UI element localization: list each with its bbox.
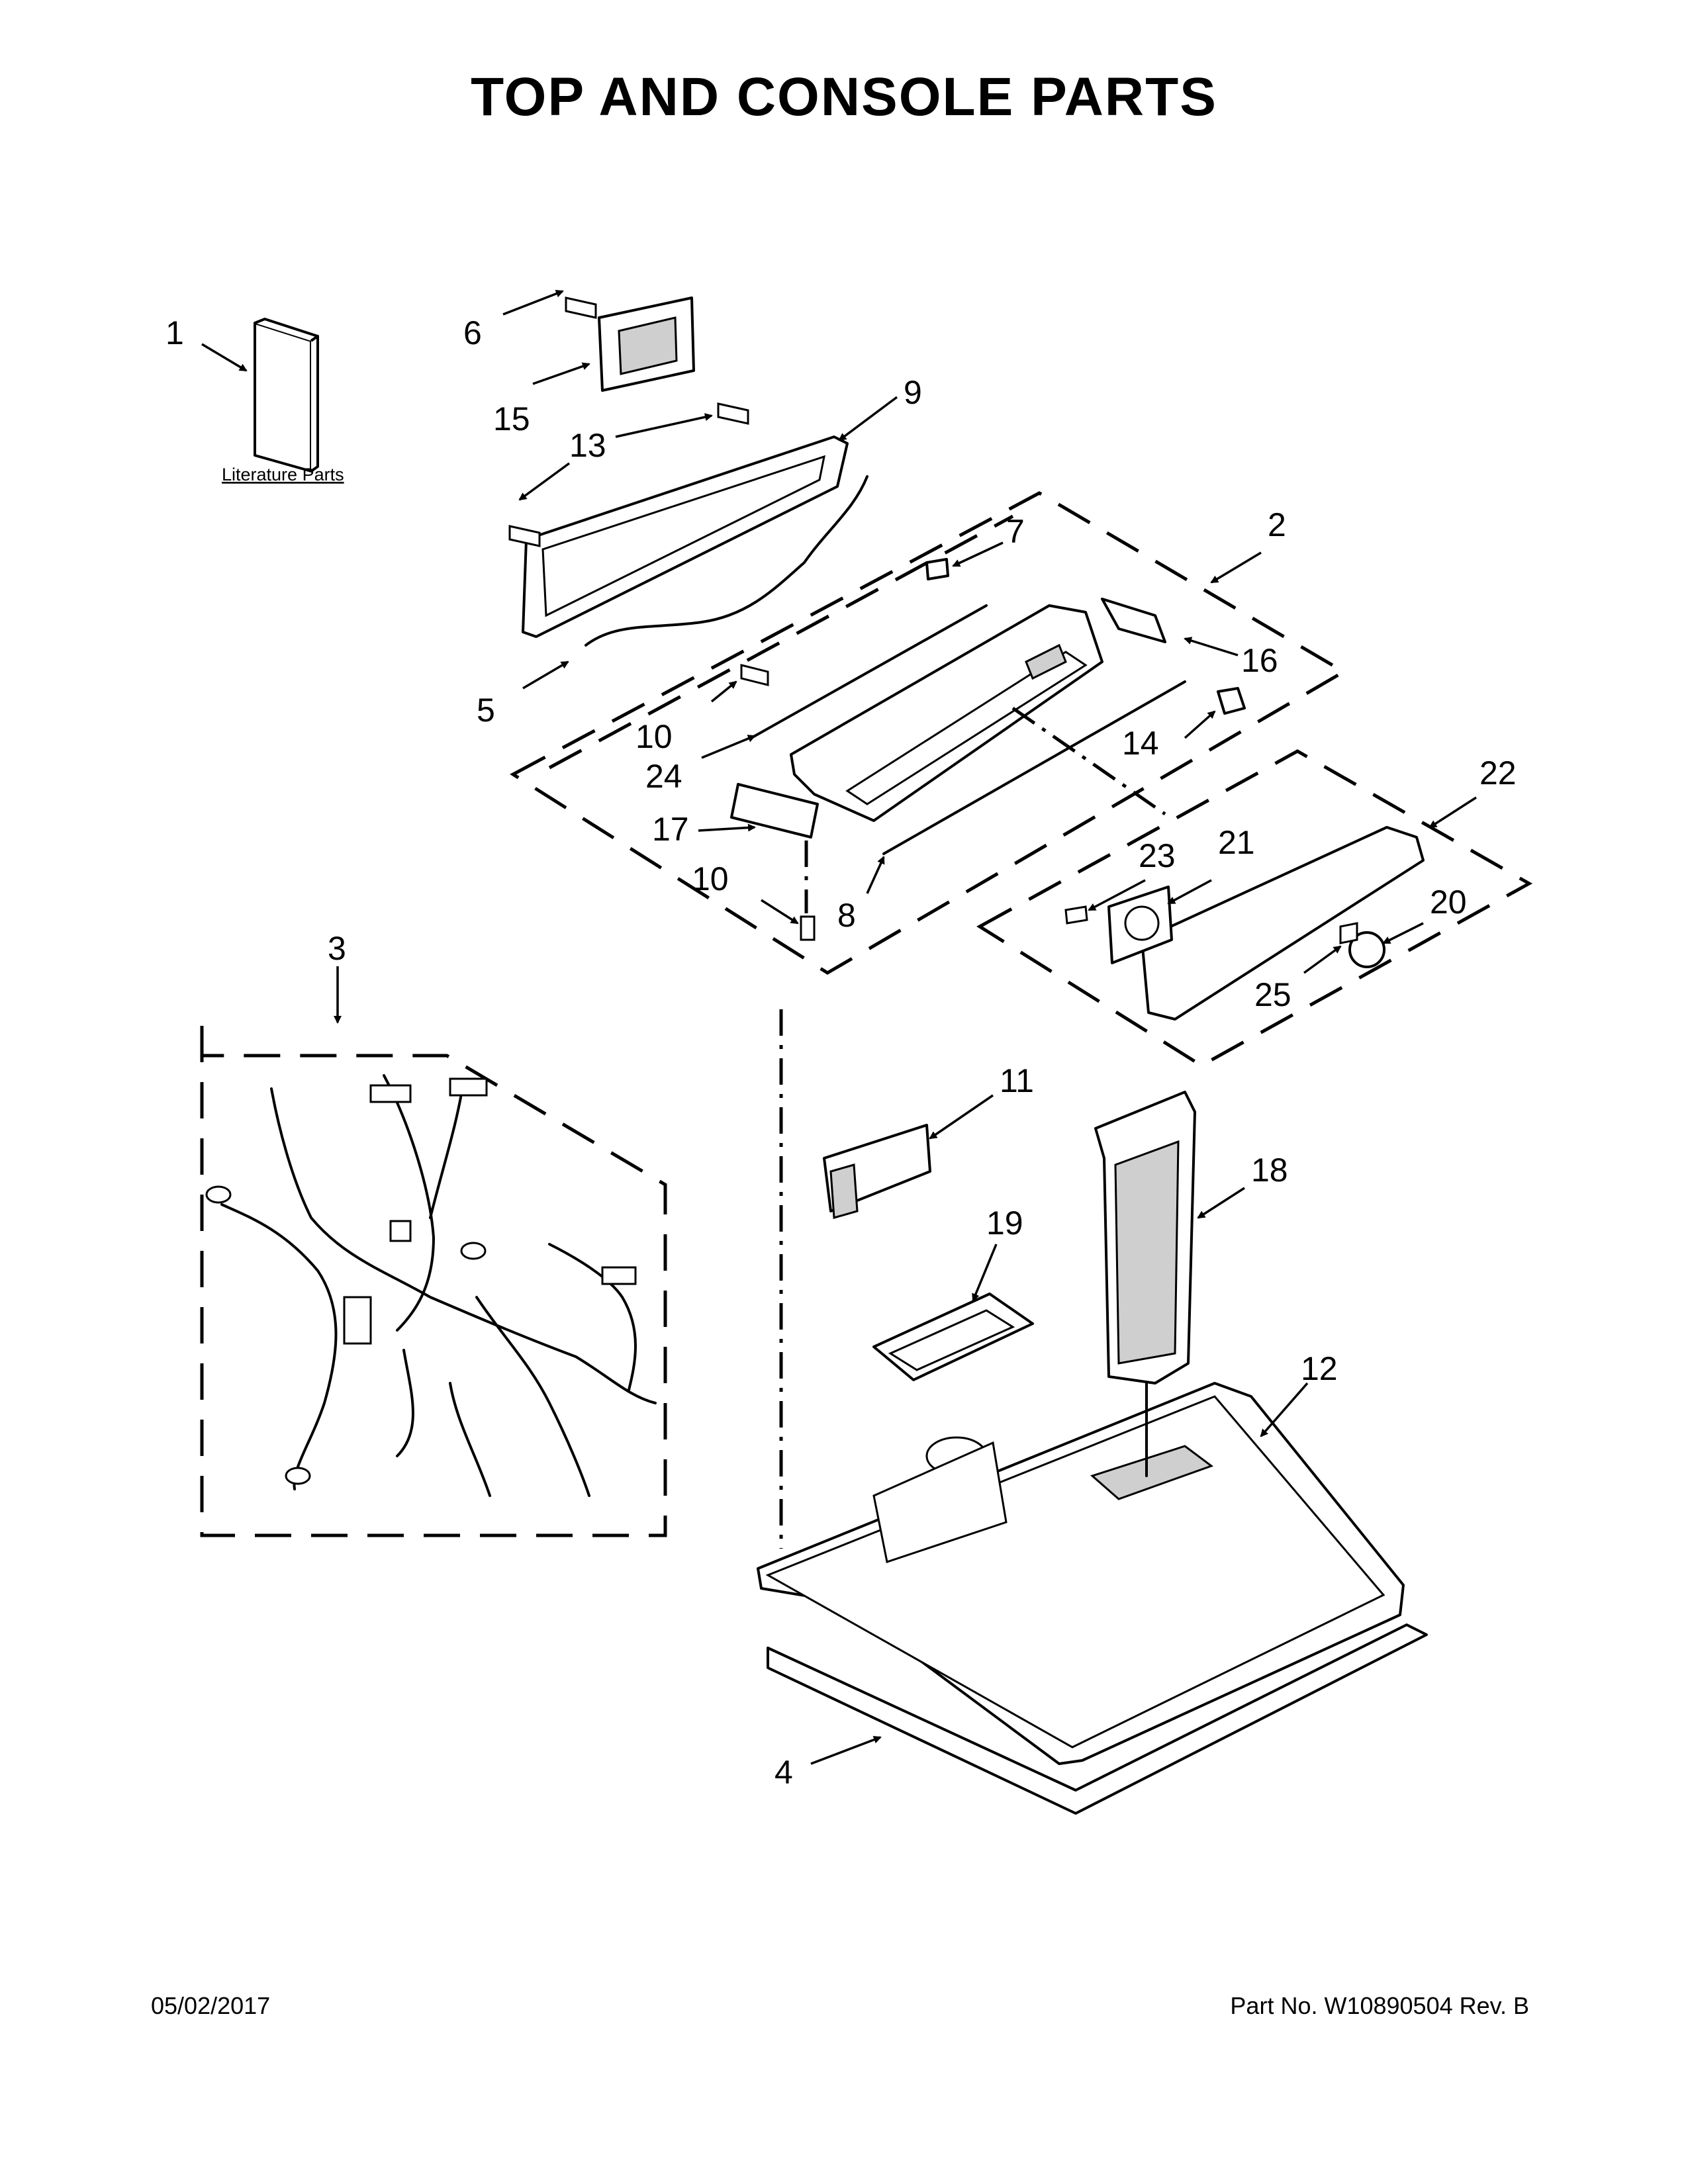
callout-11: 11 bbox=[1000, 1062, 1034, 1099]
top-insulation-pad bbox=[767, 1623, 1428, 1815]
callout-19: 19 bbox=[986, 1205, 1023, 1242]
footer-part-number: Part No. W10890504 Rev. B bbox=[1230, 1992, 1529, 2019]
callout-12: 12 bbox=[1301, 1350, 1338, 1387]
screw-23 bbox=[1064, 905, 1088, 925]
rod-8 bbox=[882, 680, 1186, 855]
callout-22: 22 bbox=[1479, 754, 1517, 792]
callout-15: 15 bbox=[493, 400, 530, 437]
callout-21: 21 bbox=[1218, 824, 1255, 861]
console-housing bbox=[790, 604, 1103, 822]
literature-parts-label: Literature Parts bbox=[222, 465, 344, 484]
top-panel bbox=[757, 1382, 1405, 1765]
console-bracket bbox=[565, 296, 695, 392]
callout-25: 25 bbox=[1254, 976, 1291, 1013]
callout-16: 16 bbox=[1241, 642, 1278, 679]
callout-2: 2 bbox=[1268, 506, 1286, 543]
callout-24: 24 bbox=[645, 758, 682, 795]
callout-18: 18 bbox=[1251, 1152, 1288, 1189]
callout-4: 4 bbox=[774, 1754, 793, 1791]
wire-harness-group-border bbox=[200, 1026, 667, 1537]
clip-7 bbox=[925, 558, 949, 580]
callout-17: 17 bbox=[652, 811, 689, 848]
callout-3: 3 bbox=[328, 930, 346, 967]
callout-10-lower: 10 bbox=[692, 860, 729, 897]
electronic-control-21 bbox=[1107, 886, 1173, 964]
callout-10-upper: 10 bbox=[635, 718, 673, 755]
callout-14: 14 bbox=[1122, 725, 1159, 762]
callout-8: 8 bbox=[837, 897, 856, 934]
screw-10-upper bbox=[740, 664, 769, 686]
console-back-panel bbox=[522, 435, 868, 647]
literature-booklet: Literature Parts bbox=[222, 318, 344, 484]
wire-harness bbox=[205, 1074, 657, 1497]
callout-1: 1 bbox=[165, 314, 184, 351]
callout-20: 20 bbox=[1430, 884, 1467, 921]
console-group-border-inner bbox=[548, 514, 1014, 770]
footer-date: 05/02/2017 bbox=[151, 1992, 271, 2019]
callout-9: 9 bbox=[904, 374, 922, 411]
control-panel bbox=[1141, 826, 1425, 1021]
rod-24 bbox=[750, 604, 988, 739]
bracket-16 bbox=[1101, 598, 1166, 643]
page-title: TOP AND CONSOLE PARTS bbox=[471, 67, 1217, 127]
screw-13b bbox=[508, 525, 541, 547]
callout-13: 13 bbox=[569, 427, 606, 464]
console-group-border bbox=[510, 491, 1347, 975]
screw-10-lower bbox=[800, 915, 816, 941]
callout-labels: 1 2 3 4 5 6 7 8 9 10 10 11 12 13 14 15 1… bbox=[165, 314, 1517, 1791]
control-panel-group-border bbox=[976, 749, 1533, 1068]
callout-6: 6 bbox=[463, 314, 482, 351]
callout-5: 5 bbox=[477, 692, 495, 729]
lint-screen-18 bbox=[1094, 1091, 1196, 1477]
callout-7: 7 bbox=[1006, 513, 1025, 550]
callout-arrows bbox=[201, 290, 1477, 1765]
callout-23: 23 bbox=[1139, 837, 1176, 874]
control-board-11 bbox=[823, 1124, 931, 1219]
screw-13a bbox=[717, 402, 749, 425]
bracket-17 bbox=[730, 783, 819, 839]
clamp-14 bbox=[1217, 687, 1246, 715]
lint-cover-19 bbox=[872, 1293, 1034, 1381]
